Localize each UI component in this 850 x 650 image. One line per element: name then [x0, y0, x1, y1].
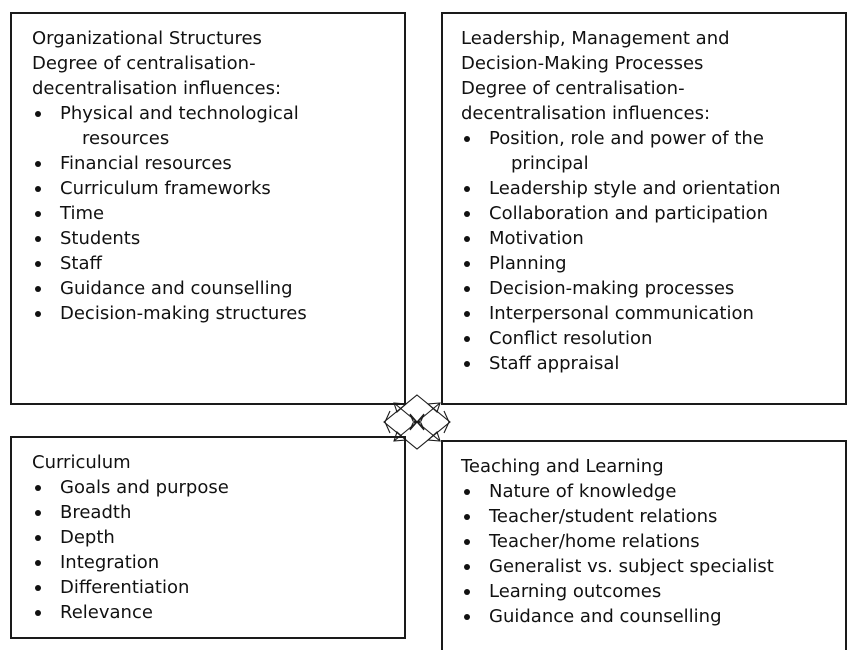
curriculum-box: Curriculum Goals and purpose Breadth Dep… — [10, 436, 406, 639]
list-item-text: Collaboration and participation — [489, 203, 769, 224]
heading-line: Decision-Making Processes — [461, 53, 704, 74]
list-item-text: Position, role and power of the — [489, 128, 764, 149]
list-item: Integration — [32, 550, 394, 575]
list-item: Nature of knowledge — [461, 479, 837, 504]
box-heading: Curriculum — [32, 450, 394, 475]
list-item: Collaboration and participation — [461, 201, 837, 226]
list-item-text: Decision-making structures — [60, 303, 307, 324]
list-item: Financial resources — [32, 151, 394, 176]
list-item-text: Staff appraisal — [489, 353, 620, 374]
list-item-text: Conflict resolution — [489, 328, 653, 349]
list-item: Curriculum frameworks — [32, 176, 394, 201]
list-item-text: Decision-making processes — [489, 278, 735, 299]
heading-line: Organizational Structures — [32, 28, 262, 49]
list-item-text: Curriculum frameworks — [60, 178, 271, 199]
heading-line: Curriculum — [32, 452, 131, 473]
list-item-text: Depth — [60, 527, 115, 548]
list-item: Decision-making processes — [461, 276, 837, 301]
list-item-text: Teacher/student relations — [489, 506, 718, 527]
heading-line: Leadership, Management and — [461, 28, 730, 49]
box-heading: Leadership, Management and Decision-Maki… — [461, 26, 837, 126]
list-item: Staff — [32, 251, 394, 276]
list-item-text: Motivation — [489, 228, 584, 249]
list-item-text: Interpersonal communication — [489, 303, 754, 324]
list-item: Decision-making structures — [32, 301, 394, 326]
list-item: Learning outcomes — [461, 579, 837, 604]
list-item: Time — [32, 201, 394, 226]
list-item: Breadth — [32, 500, 394, 525]
list-item-continuation: resources — [82, 128, 170, 149]
list-item: Staff appraisal — [461, 351, 837, 376]
list-item: Teacher/student relations — [461, 504, 837, 529]
heading-line: Teaching and Learning — [461, 456, 664, 477]
influence-list: Position, role and power of the principal… — [461, 126, 837, 376]
teaching-learning-list: Nature of knowledge Teacher/student rela… — [461, 479, 837, 629]
heading-line: Degree of centralisation- — [461, 78, 685, 99]
list-item-text: Guidance and counselling — [60, 278, 293, 299]
list-item: Relevance — [32, 600, 394, 625]
list-item-text: Time — [60, 203, 105, 224]
list-item: Generalist vs. subject specialist — [461, 554, 837, 579]
list-item-text: Learning outcomes — [489, 581, 662, 602]
box-heading: Teaching and Learning — [461, 454, 837, 479]
list-item-text: Generalist vs. subject specialist — [489, 556, 774, 577]
list-item: Conflict resolution — [461, 326, 837, 351]
four-way-arrows-icon — [383, 394, 451, 450]
list-item-text: Leadership style and orientation — [489, 178, 781, 199]
list-item: Motivation — [461, 226, 837, 251]
list-item-text: Relevance — [60, 602, 153, 623]
influence-list: Physical and technological resources Fina… — [32, 101, 394, 326]
list-item-text: Students — [60, 228, 141, 249]
list-item-text: Differentiation — [60, 577, 190, 598]
list-item: Teacher/home relations — [461, 529, 837, 554]
list-item: Goals and purpose — [32, 475, 394, 500]
list-item: Position, role and power of the principal — [461, 126, 837, 176]
list-item-text: Physical and technological — [60, 103, 299, 124]
organizational-structures-box: Organizational Structures Degree of cent… — [10, 12, 406, 405]
list-item-text: Breadth — [60, 502, 132, 523]
list-item: Guidance and counselling — [32, 276, 394, 301]
list-item-text: Financial resources — [60, 153, 232, 174]
list-item-text: Teacher/home relations — [489, 531, 700, 552]
curriculum-list: Goals and purpose Breadth Depth Integrat… — [32, 475, 394, 625]
teaching-learning-box: Teaching and Learning Nature of knowledg… — [441, 440, 847, 650]
heading-line: Degree of centralisation- — [32, 53, 256, 74]
list-item: Planning — [461, 251, 837, 276]
list-item: Students — [32, 226, 394, 251]
list-item: Leadership style and orientation — [461, 176, 837, 201]
list-item-text: Integration — [60, 552, 160, 573]
list-item-text: Guidance and counselling — [489, 606, 722, 627]
box-heading: Organizational Structures Degree of cent… — [32, 26, 394, 101]
list-item: Physical and technological resources — [32, 101, 394, 151]
heading-line: decentralisation influences: — [461, 103, 711, 124]
heading-line: decentralisation influences: — [32, 78, 282, 99]
list-item: Guidance and counselling — [461, 604, 837, 629]
list-item-text: Nature of knowledge — [489, 481, 677, 502]
list-item: Differentiation — [32, 575, 394, 600]
leadership-management-box: Leadership, Management and Decision-Maki… — [441, 12, 847, 405]
list-item: Interpersonal communication — [461, 301, 837, 326]
list-item: Depth — [32, 525, 394, 550]
list-item-text: Staff — [60, 253, 102, 274]
list-item-text: Goals and purpose — [60, 477, 229, 498]
list-item-text: Planning — [489, 253, 567, 274]
list-item-continuation: principal — [511, 153, 589, 174]
